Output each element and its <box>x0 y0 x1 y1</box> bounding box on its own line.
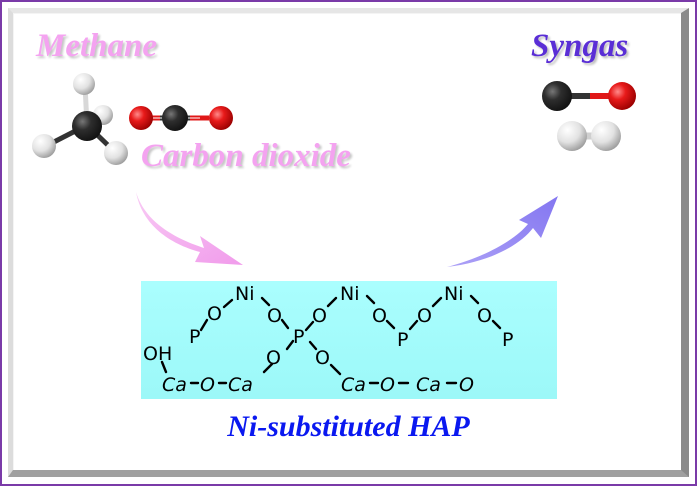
hydrogen-atom <box>104 141 128 165</box>
atom-o: O <box>315 347 330 369</box>
atom-ni: Ni <box>235 283 255 305</box>
methane-label: Methane <box>36 28 158 64</box>
carbon-atom <box>162 105 188 131</box>
atom-p: P <box>189 326 200 348</box>
catalyst-label: Ni-substituted HAP <box>227 410 470 443</box>
methane-molecule-icon <box>32 73 128 165</box>
atom-p: P <box>293 326 304 348</box>
atom-o: O <box>312 305 327 327</box>
product-arrow-icon <box>447 196 558 267</box>
catalyst-background <box>141 281 557 399</box>
atom-ca: Ca <box>162 374 187 396</box>
atom-p: P <box>397 329 408 351</box>
co-molecule-icon <box>542 81 636 111</box>
atom-o: O <box>200 374 215 396</box>
chemical-bonds <box>160 294 502 385</box>
atom-ca: Ca <box>228 374 253 396</box>
atom-o: O <box>417 305 432 327</box>
atom-o: O <box>380 374 395 396</box>
atom-ni: Ni <box>340 283 360 305</box>
reactant-arrow-icon <box>136 192 243 265</box>
atom-o: O <box>372 305 387 327</box>
atom-o: O <box>266 347 281 369</box>
atom-ni: Ni <box>444 283 464 305</box>
syngas-label: Syngas <box>531 28 629 64</box>
oxygen-atom <box>129 106 153 130</box>
carbon-atom <box>72 111 102 141</box>
atom-ca: Ca <box>341 374 366 396</box>
hydrogen-atom <box>32 134 56 158</box>
atom-p: P <box>502 329 513 351</box>
atom-o: O <box>207 303 222 325</box>
co2-label: Carbon dioxide <box>141 138 351 174</box>
atom-oh: OH <box>143 343 172 365</box>
h2-molecule-icon <box>557 121 621 151</box>
oxygen-atom <box>608 82 636 110</box>
hydrogen-atom <box>73 73 95 95</box>
atom-o: O <box>477 305 492 327</box>
oxygen-atom <box>209 106 233 130</box>
co2-molecule-icon <box>129 105 233 131</box>
atom-o: O <box>267 305 282 327</box>
atom-o: O <box>459 374 474 396</box>
hydrogen-atom <box>591 121 621 151</box>
carbon-atom <box>542 81 572 111</box>
atom-ca: Ca <box>416 374 441 396</box>
hydrogen-atom <box>557 121 587 151</box>
